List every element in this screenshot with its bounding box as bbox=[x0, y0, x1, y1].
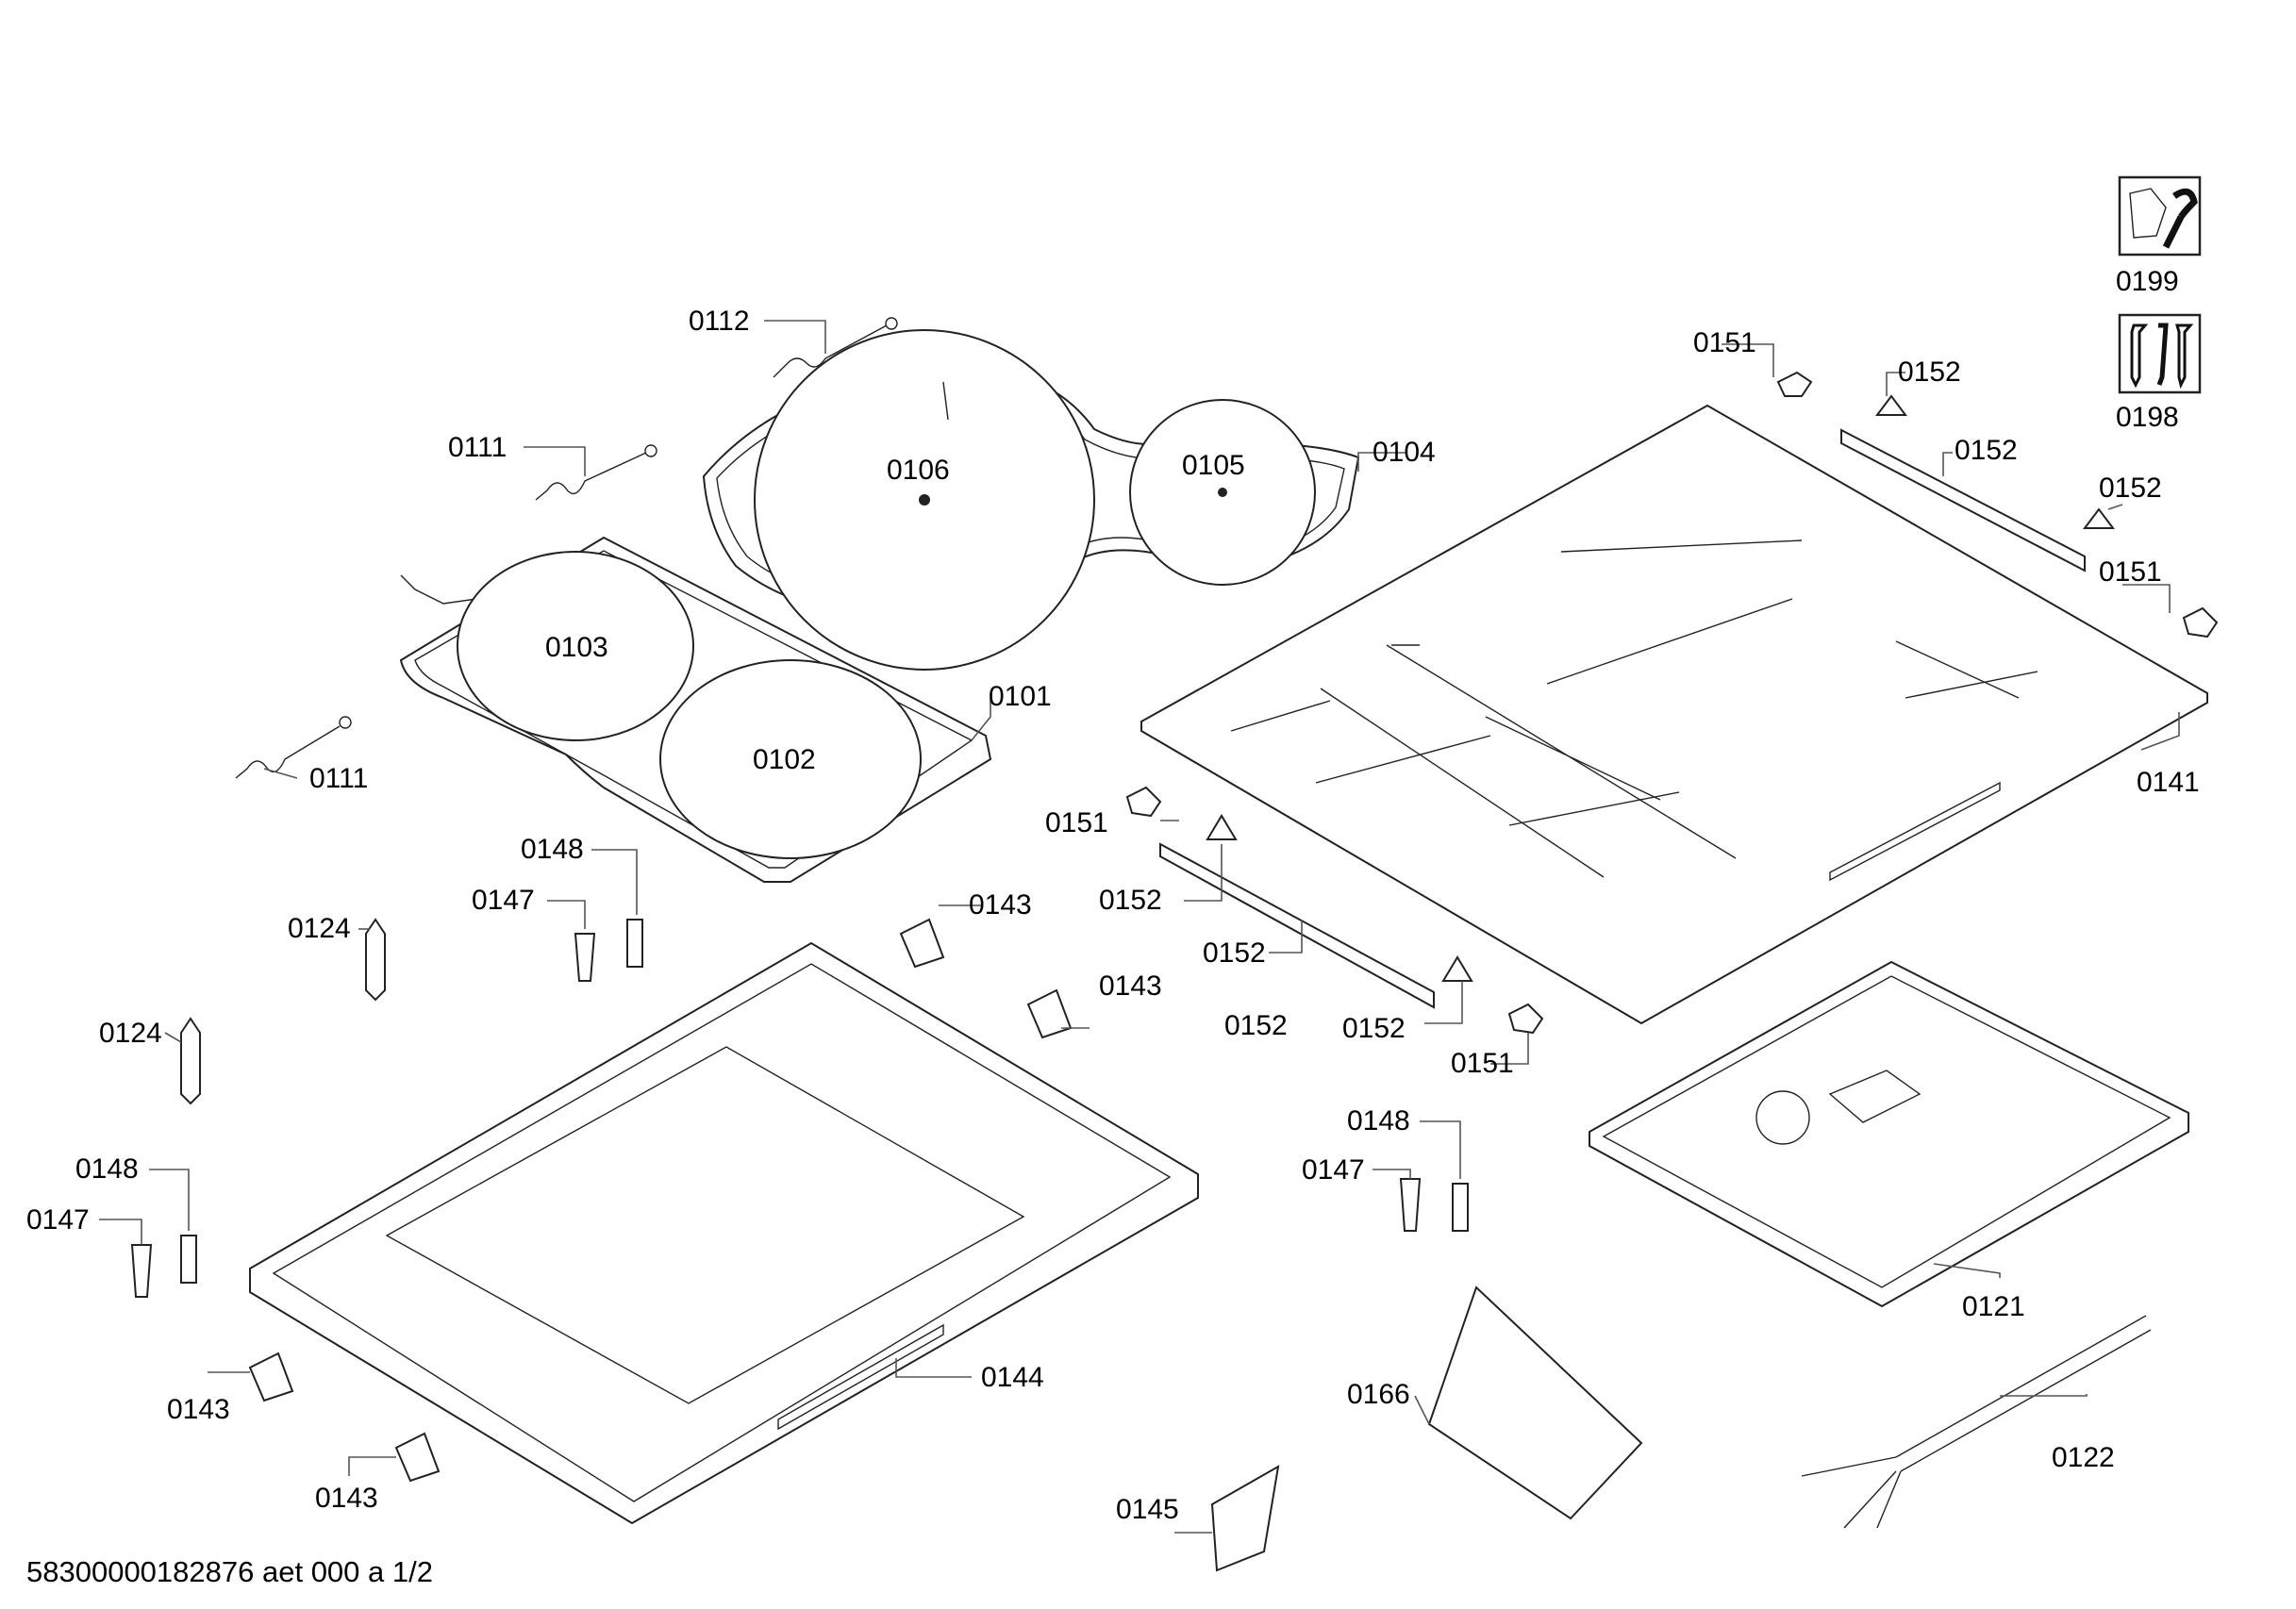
clip-0151-d bbox=[1507, 1003, 1544, 1035]
callout-0148-b: 0148 bbox=[75, 1153, 139, 1185]
foot-0147-a bbox=[574, 933, 596, 982]
callout-0152-a: 0152 bbox=[1898, 357, 1961, 388]
callout-0148-a: 0148 bbox=[521, 834, 584, 865]
callout-0143-a: 0143 bbox=[969, 889, 1032, 921]
clip-0152-d bbox=[1441, 955, 1473, 982]
trim-strip-0152-lower bbox=[1159, 842, 1435, 1009]
induction-coil-0102 bbox=[659, 659, 922, 859]
callout-0124-upper: 0124 bbox=[288, 913, 351, 944]
clip-0151-c bbox=[1125, 786, 1162, 818]
callout-0152-b: 0152 bbox=[1955, 435, 2018, 466]
callout-0152-e: 0152 bbox=[1203, 937, 1266, 969]
callout-labels: 0199 0198 0112 0111 0106 0105 0104 0103 … bbox=[26, 266, 2200, 1525]
callout-0152-c: 0152 bbox=[2099, 473, 2162, 504]
callout-0141: 0141 bbox=[2137, 767, 2200, 798]
spring-clip-0112 bbox=[773, 317, 898, 378]
callout-0143-c: 0143 bbox=[167, 1394, 230, 1425]
induction-coil-0105 bbox=[1129, 399, 1316, 586]
bracket-0143-c bbox=[248, 1352, 294, 1402]
callout-0147-c: 0147 bbox=[1302, 1154, 1365, 1186]
callout-0122: 0122 bbox=[2052, 1442, 2115, 1473]
spring-0148-b bbox=[180, 1235, 197, 1284]
spring-clip-0111-upper bbox=[535, 444, 657, 501]
callout-0143-b: 0143 bbox=[1099, 970, 1162, 1002]
induction-coil-0103 bbox=[457, 551, 694, 741]
spring-clip-0111-lower bbox=[235, 716, 352, 779]
foot-0124-lower bbox=[180, 1017, 201, 1105]
callout-0166: 0166 bbox=[1347, 1379, 1410, 1410]
callout-0152-d: 0152 bbox=[1099, 885, 1162, 916]
callout-0111-upper: 0111 bbox=[448, 432, 507, 463]
callout-0103: 0103 bbox=[545, 632, 608, 663]
callout-0101: 0101 bbox=[989, 681, 1052, 712]
tool-wrench-icon bbox=[2118, 175, 2202, 257]
foot-0147-c bbox=[1399, 1178, 1422, 1232]
callout-0112: 0112 bbox=[689, 306, 750, 337]
housing-base-0121 bbox=[1589, 960, 2189, 1308]
frame-0144 bbox=[249, 941, 1199, 1525]
foot-0124-upper bbox=[365, 918, 386, 1002]
document-id: 58300000182876 aet 000 a 1/2 bbox=[26, 1555, 433, 1588]
callout-0145: 0145 bbox=[1116, 1494, 1179, 1525]
icon-label-0199: 0199 bbox=[2116, 266, 2179, 297]
callout-0152-f: 0152 bbox=[1224, 1010, 1288, 1041]
callout-0121: 0121 bbox=[1962, 1291, 2025, 1322]
callout-0148-c: 0148 bbox=[1347, 1105, 1410, 1136]
callout-0152-g: 0152 bbox=[1342, 1013, 1406, 1044]
callout-0151-b: 0151 bbox=[2099, 556, 2162, 588]
foot-0147-b bbox=[130, 1244, 153, 1298]
bracket-0143-d bbox=[394, 1432, 441, 1483]
cable-0122 bbox=[1801, 1315, 2152, 1529]
clip-0152-b bbox=[2083, 507, 2115, 529]
callout-0147-b: 0147 bbox=[26, 1204, 90, 1236]
spring-0148-a bbox=[626, 919, 643, 968]
callout-0111-lower: 0111 bbox=[309, 763, 368, 794]
callout-0106: 0106 bbox=[887, 455, 950, 486]
induction-coil-0106 bbox=[754, 329, 1095, 671]
bag-0166 bbox=[1427, 1286, 1643, 1520]
bracket-0143-a bbox=[899, 918, 945, 969]
screw-set-icon bbox=[2118, 313, 2202, 394]
callout-0151-a: 0151 bbox=[1693, 327, 1756, 358]
clip-0151-b bbox=[2182, 606, 2219, 639]
callout-0102: 0102 bbox=[753, 744, 816, 775]
callout-0144: 0144 bbox=[981, 1362, 1044, 1393]
callout-0124-lower: 0124 bbox=[99, 1018, 162, 1049]
callout-0104: 0104 bbox=[1373, 437, 1436, 468]
callout-0151-d: 0151 bbox=[1451, 1048, 1514, 1079]
bracket-0143-b bbox=[1026, 988, 1073, 1039]
trim-strip-0152-upper bbox=[1840, 428, 2086, 572]
callout-0151-c: 0151 bbox=[1045, 807, 1108, 838]
icon-label-0198: 0198 bbox=[2116, 402, 2179, 433]
callout-0143-d: 0143 bbox=[315, 1483, 378, 1514]
sheet-0145 bbox=[1210, 1465, 1280, 1572]
clip-0152-c bbox=[1206, 814, 1238, 840]
glass-cooktop-0141 bbox=[1140, 404, 2208, 1025]
callout-0105: 0105 bbox=[1182, 450, 1245, 481]
callout-0147-a: 0147 bbox=[472, 885, 535, 916]
spring-0148-c bbox=[1452, 1183, 1469, 1232]
clip-0151-a bbox=[1776, 371, 1813, 397]
leader-lines bbox=[99, 320, 2180, 1534]
clip-0152-a bbox=[1875, 394, 1907, 416]
